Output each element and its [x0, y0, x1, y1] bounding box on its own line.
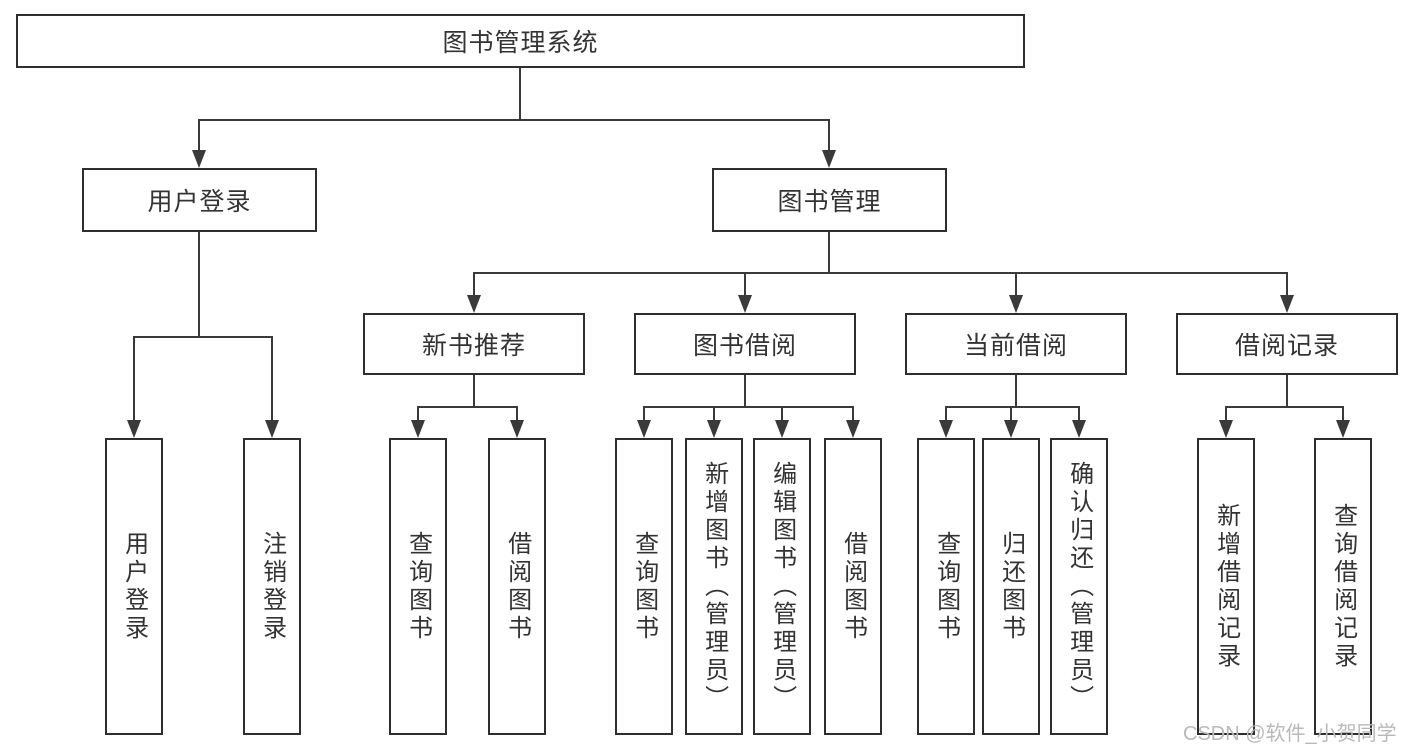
node-label: 用户登录 — [147, 188, 252, 216]
node-label: 图书管理系统 — [442, 29, 599, 57]
leaf-user-login: 用户登录 — [105, 438, 163, 735]
arrowhead-icon — [1280, 295, 1294, 313]
connector-line — [133, 336, 135, 420]
node-label: 图书管理 — [777, 188, 882, 216]
leaf-label: 用户登录 — [120, 530, 148, 643]
leaf-label: 借阅图书 — [839, 530, 867, 643]
leaf-label: 确认归还（管理员） — [1065, 460, 1093, 713]
leaf-add-borrow-record: 新增借阅记录 — [1197, 438, 1255, 735]
connector-line — [1010, 406, 1012, 420]
arrowhead-icon — [1336, 420, 1350, 438]
connector-line — [519, 68, 521, 119]
leaf-logout: 注销登录 — [243, 438, 301, 735]
arrowhead-icon — [1004, 420, 1018, 438]
leaf-borrow-books: 借阅图书 — [824, 438, 882, 735]
arrowhead-icon — [192, 150, 206, 168]
node-label: 当前借阅 — [963, 332, 1068, 360]
leaf-query-borrow-record: 查询借阅记录 — [1314, 438, 1372, 735]
connector-line — [473, 272, 475, 295]
arrowhead-icon — [1219, 420, 1233, 438]
connector-line — [1286, 375, 1288, 406]
leaf-add-books-admin: 新增图书（管理员） — [685, 438, 743, 735]
node-book-borrowing: 图书借阅 — [634, 313, 856, 375]
node-borrowing-records: 借阅记录 — [1176, 313, 1398, 375]
arrowhead-icon — [127, 420, 141, 438]
connector-line — [198, 119, 830, 121]
connector-line — [828, 119, 830, 151]
arrowhead-icon — [265, 420, 279, 438]
connector-line — [1015, 375, 1017, 406]
connector-line — [1342, 406, 1344, 420]
connector-line — [417, 406, 419, 420]
arrowhead-icon — [738, 295, 752, 313]
arrowhead-icon — [637, 420, 651, 438]
connector-line — [1225, 406, 1344, 408]
arrowhead-icon — [775, 420, 789, 438]
arrowhead-icon — [1009, 295, 1023, 313]
leaf-label: 查询图书 — [932, 530, 960, 643]
node-library-system: 图书管理系统 — [16, 14, 1025, 68]
connector-line — [133, 336, 273, 338]
connector-line — [473, 375, 475, 406]
node-label: 图书借阅 — [692, 332, 797, 360]
node-label: 借阅记录 — [1234, 332, 1339, 360]
leaf-label: 借阅图书 — [503, 530, 531, 643]
leaf-label: 注销登录 — [258, 530, 286, 643]
connector-line — [516, 406, 518, 420]
leaf-query-books-current: 查询图书 — [917, 438, 975, 735]
leaf-query-books-recommend: 查询图书 — [389, 438, 447, 735]
leaf-label: 新增图书（管理员） — [700, 460, 728, 713]
connector-line — [198, 119, 200, 151]
watermark: CSDN @软件_小贺同学 — [1183, 723, 1397, 745]
leaf-label: 查询图书 — [404, 530, 432, 643]
node-book-management: 图书管理 — [712, 168, 947, 232]
leaf-edit-books-admin: 编辑图书（管理员） — [753, 438, 811, 735]
node-new-book-recommend: 新书推荐 — [363, 313, 585, 375]
connector-line — [945, 406, 1080, 408]
arrowhead-icon — [1072, 420, 1086, 438]
leaf-return-books: 归还图书 — [982, 438, 1040, 735]
connector-line — [643, 406, 854, 408]
node-label: 新书推荐 — [421, 332, 526, 360]
leaf-label: 查询图书 — [630, 530, 658, 643]
connector-line — [1286, 272, 1288, 295]
connector-line — [271, 336, 273, 420]
arrowhead-icon — [411, 420, 425, 438]
leaf-query-books-borrowing: 查询图书 — [615, 438, 673, 735]
arrowhead-icon — [467, 295, 481, 313]
leaf-label: 新增借阅记录 — [1212, 502, 1240, 671]
leaf-label: 归还图书 — [997, 530, 1025, 643]
connector-line — [1225, 406, 1227, 420]
arrowhead-icon — [707, 420, 721, 438]
connector-line — [198, 232, 200, 336]
connector-line — [417, 406, 518, 408]
leaf-borrow-books-recommend: 借阅图书 — [488, 438, 546, 735]
leaf-label: 查询借阅记录 — [1329, 502, 1357, 671]
connector-line — [473, 272, 1288, 274]
arrowhead-icon — [939, 420, 953, 438]
connector-line — [643, 406, 645, 420]
leaf-label: 编辑图书（管理员） — [768, 460, 796, 713]
connector-line — [1078, 406, 1080, 420]
connector-line — [945, 406, 947, 420]
leaf-confirm-return-admin: 确认归还（管理员） — [1050, 438, 1108, 735]
connector-line — [828, 232, 830, 272]
node-current-borrowing: 当前借阅 — [905, 313, 1127, 375]
connector-line — [852, 406, 854, 420]
connector-line — [744, 272, 746, 295]
connector-line — [781, 406, 783, 420]
arrowhead-icon — [510, 420, 524, 438]
arrowhead-icon — [822, 150, 836, 168]
connector-line — [1015, 272, 1017, 295]
connector-line — [713, 406, 715, 420]
node-user-login: 用户登录 — [82, 168, 317, 232]
arrowhead-icon — [846, 420, 860, 438]
connector-line — [744, 375, 746, 406]
